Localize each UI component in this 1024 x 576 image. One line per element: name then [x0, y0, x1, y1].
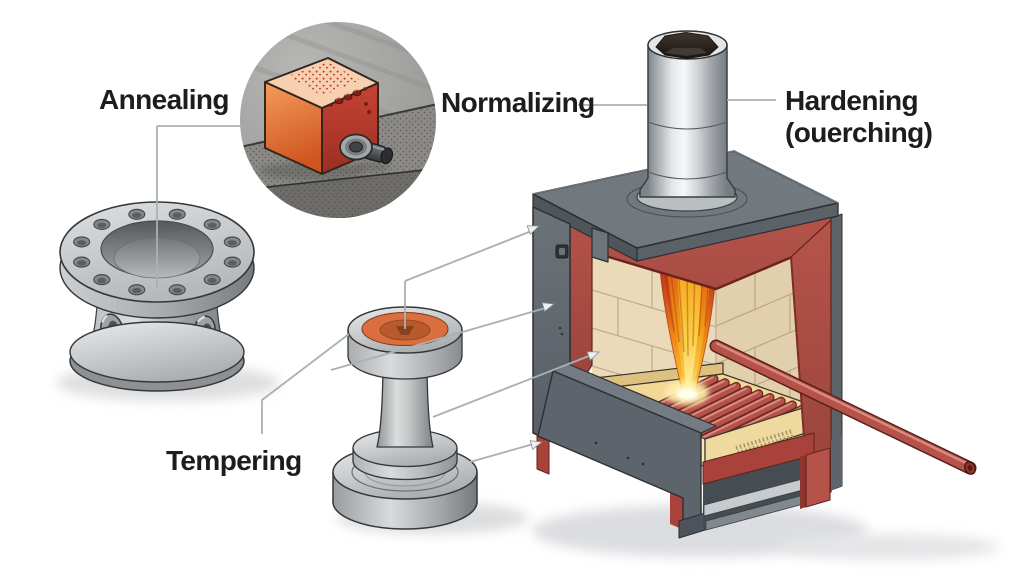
label-hardening-line2: (ouerching) — [785, 117, 933, 148]
door-bracket — [555, 244, 569, 259]
right-leg — [800, 436, 842, 509]
heated-rod — [709, 339, 977, 475]
spool-hub — [332, 306, 478, 530]
spool-dimple — [396, 326, 414, 335]
annealing-leader — [156, 125, 245, 288]
label-hardening-line1: Hardening — [785, 85, 919, 116]
furnace-cutaway — [532, 30, 977, 539]
sill-rivets — [594, 441, 645, 466]
front-sill — [537, 363, 717, 539]
base-rails — [702, 432, 816, 531]
leader-lines — [156, 99, 776, 463]
cube-shaft — [339, 133, 394, 165]
tempering-leader — [261, 333, 350, 434]
flame — [658, 258, 718, 405]
magnifier-inset — [240, 22, 436, 218]
label-tempering: Tempering — [166, 445, 302, 476]
label-annealing: Annealing — [99, 84, 230, 115]
furnace-arrow-line-3 — [432, 353, 595, 418]
cube-face-knobs — [329, 87, 371, 114]
bolt-holes — [73, 208, 241, 296]
label-normalizing: Normalizing — [441, 87, 595, 118]
furnace-arrow-line-2 — [330, 306, 550, 371]
label-hardening: Hardening (ouerching) — [785, 85, 933, 149]
chimney-stack — [626, 30, 748, 218]
arrowheads — [526, 225, 600, 451]
cube-top-stipple — [288, 62, 360, 96]
furnace-arrow-line-1 — [404, 229, 535, 329]
furnace-arrow-line-4 — [469, 442, 538, 463]
